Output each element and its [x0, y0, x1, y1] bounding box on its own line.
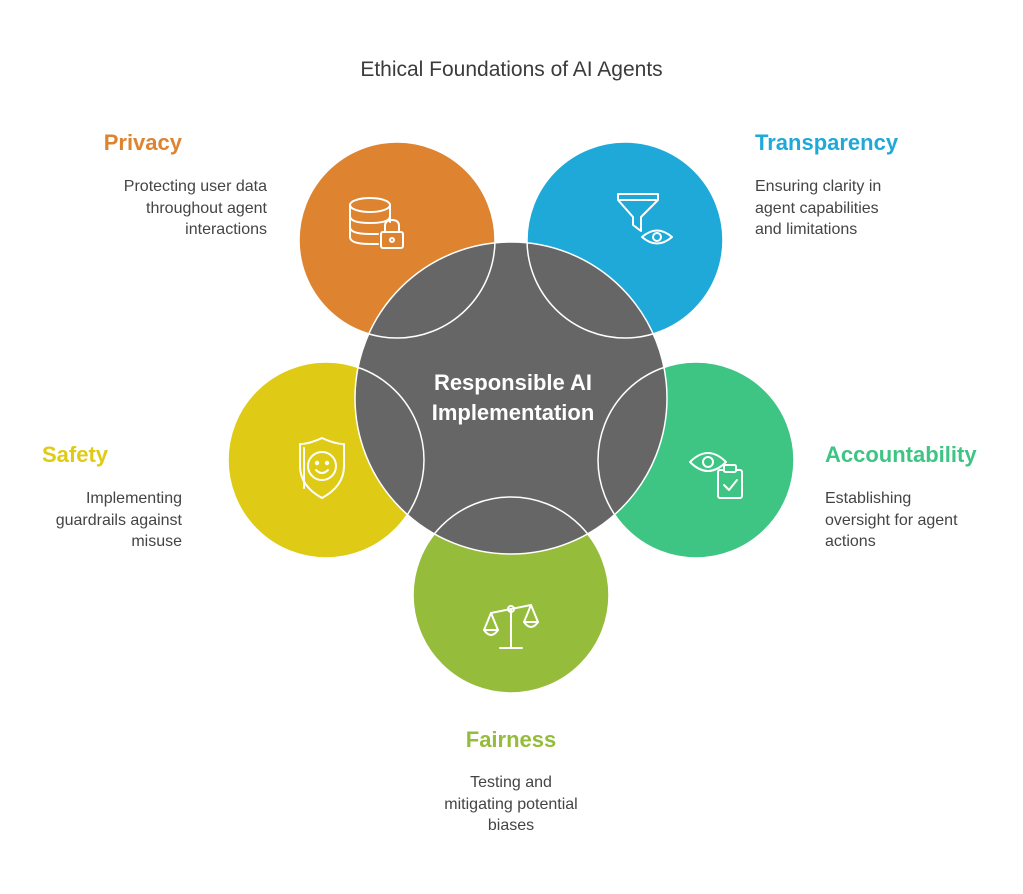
privacy-description: Protecting user data throughout agent in…: [60, 176, 267, 241]
transparency-title: Transparency: [755, 130, 899, 155]
safety-title: Safety: [42, 442, 109, 467]
center-label-line2: Implementation: [431, 400, 595, 425]
overlap-outlines: [227, 141, 795, 694]
safety-description-line: guardrails against: [55, 511, 182, 529]
privacy-description-line: throughout agent: [146, 199, 267, 217]
database-lock-icon: [349, 197, 404, 249]
safety-description: Implementing guardrails against misuse: [20, 488, 182, 553]
transparency-description: Ensuring clarity in agent capabilities a…: [755, 176, 975, 241]
accountability-title: Accountability: [825, 442, 977, 467]
transparency-description-line: agent capabilities: [755, 199, 879, 217]
fairness-description: Testing and mitigating potential biases: [376, 772, 646, 837]
balance-scale-icon: [483, 604, 539, 649]
center-circle: [355, 242, 667, 554]
fairness-description-line: mitigating potential: [444, 795, 578, 813]
safety-description-line: misuse: [131, 533, 182, 550]
funnel-eye-icon: [617, 193, 673, 245]
privacy-description-line: Protecting user data: [123, 178, 267, 195]
eye-clipboard-check-icon: [689, 452, 743, 499]
center-label: Responsible AI Implementation: [380, 368, 646, 428]
fairness-title: Fairness: [465, 727, 557, 752]
diagram-title: Ethical Foundations of AI Agents: [360, 58, 663, 81]
privacy-title: Privacy: [103, 130, 182, 155]
shield-face-icon: [299, 437, 345, 499]
privacy-description-line: interactions: [185, 221, 267, 238]
accountability-description-line: actions: [825, 533, 876, 550]
transparency-description-line: Ensuring clarity in: [755, 178, 882, 195]
transparency-description-line: and limitations: [755, 221, 858, 238]
safety-description-line: Implementing: [85, 490, 182, 507]
center-label-line1: Responsible AI: [433, 370, 593, 395]
fairness-description-line: biases: [487, 817, 535, 834]
fairness-description-line: Testing and: [470, 774, 552, 791]
accountability-description: Establishing oversight for agent actions: [825, 488, 1005, 553]
accountability-description-line: Establishing: [825, 490, 912, 507]
accountability-description-line: oversight for agent: [825, 511, 958, 529]
